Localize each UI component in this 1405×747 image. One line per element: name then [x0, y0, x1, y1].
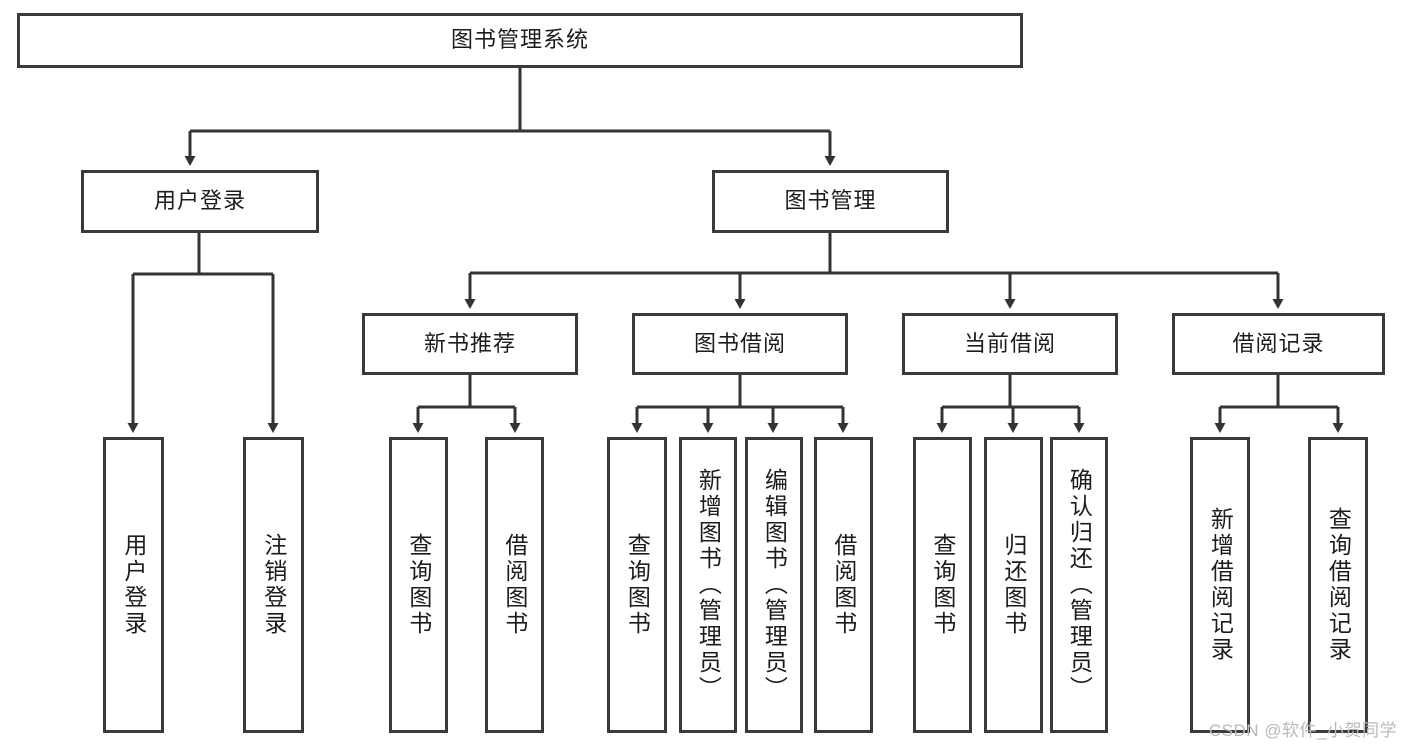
node-leaf-edit-book-label: 编辑图书（管理员）	[761, 468, 788, 702]
node-leaf-query-record-label: 查询借阅记录	[1325, 507, 1352, 663]
node-leaf-query-book-2-label: 查询图书	[624, 533, 651, 637]
node-leaf-confirm-return-label: 确认归还（管理员）	[1066, 468, 1093, 702]
node-book-borrow-label: 图书借阅	[693, 330, 786, 356]
node-root[interactable]: 图书管理系统	[17, 13, 1023, 68]
node-leaf-borrow-book-2[interactable]: 借阅图书	[814, 437, 873, 733]
node-book-manage[interactable]: 图书管理	[712, 170, 949, 233]
node-borrow-record-label: 借阅记录	[1232, 330, 1325, 356]
node-leaf-edit-book[interactable]: 编辑图书（管理员）	[745, 437, 803, 733]
node-leaf-add-record-label: 新增借阅记录	[1207, 507, 1234, 663]
node-leaf-return-book[interactable]: 归还图书	[984, 437, 1043, 733]
node-book-manage-label: 图书管理	[784, 188, 877, 214]
node-leaf-query-book-2[interactable]: 查询图书	[607, 437, 667, 733]
node-new-book-rec[interactable]: 新书推荐	[362, 313, 578, 375]
node-new-book-rec-label: 新书推荐	[423, 330, 516, 356]
node-leaf-borrow-book-1-label: 借阅图书	[501, 533, 528, 637]
node-leaf-user-login[interactable]: 用户登录	[103, 437, 164, 733]
node-leaf-return-book-label: 归还图书	[1000, 533, 1027, 637]
node-leaf-query-book-1-label: 查询图书	[405, 533, 432, 637]
watermark: CSDN @软件_小贺同学	[1208, 721, 1397, 740]
node-leaf-borrow-book-2-label: 借阅图书	[830, 533, 857, 637]
node-leaf-add-book-label: 新增图书（管理员）	[695, 468, 722, 702]
node-leaf-add-book[interactable]: 新增图书（管理员）	[679, 437, 737, 733]
node-leaf-user-login-label: 用户登录	[120, 533, 147, 637]
node-leaf-query-book-3-label: 查询图书	[929, 533, 956, 637]
node-leaf-add-record[interactable]: 新增借阅记录	[1190, 437, 1250, 733]
node-book-borrow[interactable]: 图书借阅	[632, 313, 848, 375]
node-leaf-logout-label: 注销登录	[260, 533, 287, 637]
node-user-login[interactable]: 用户登录	[81, 170, 319, 233]
node-current-borrow[interactable]: 当前借阅	[902, 313, 1118, 375]
node-leaf-query-book-3[interactable]: 查询图书	[913, 437, 972, 733]
node-leaf-confirm-return[interactable]: 确认归还（管理员）	[1050, 437, 1108, 733]
node-root-label: 图书管理系统	[450, 27, 589, 53]
node-leaf-borrow-book-1[interactable]: 借阅图书	[485, 437, 544, 733]
node-user-login-label: 用户登录	[153, 188, 246, 214]
node-leaf-query-record[interactable]: 查询借阅记录	[1308, 437, 1368, 733]
node-leaf-logout[interactable]: 注销登录	[243, 437, 304, 733]
node-current-borrow-label: 当前借阅	[963, 330, 1056, 356]
node-leaf-query-book-1[interactable]: 查询图书	[389, 437, 448, 733]
node-borrow-record[interactable]: 借阅记录	[1172, 313, 1385, 375]
